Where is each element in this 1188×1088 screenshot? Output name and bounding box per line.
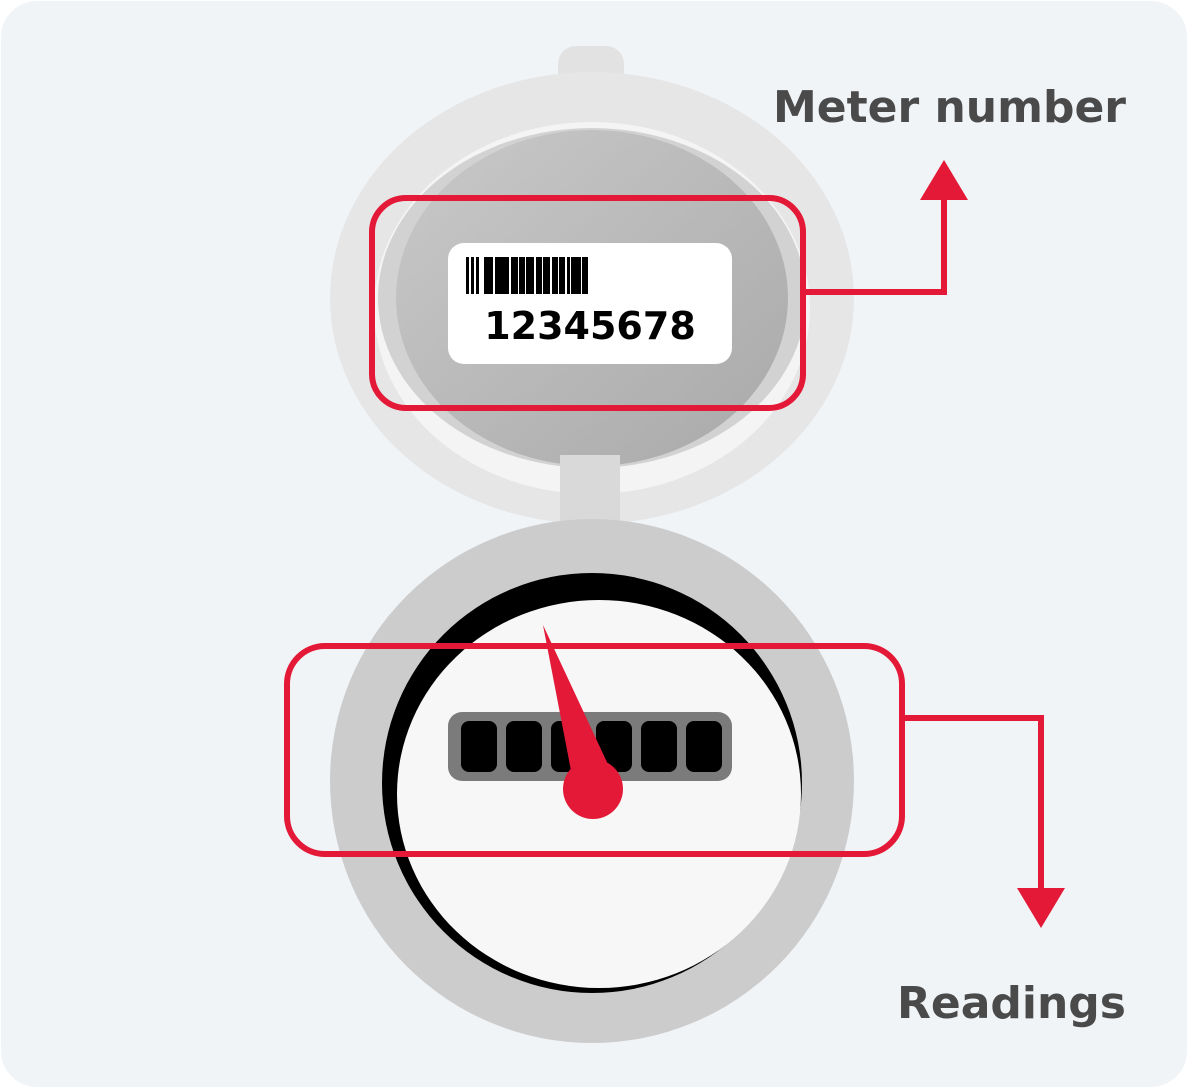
digit-window [641,721,677,772]
barcode-bar [484,257,493,294]
barcode-bar [582,257,588,294]
barcode-bar [571,257,581,294]
digit-window [506,721,542,772]
barcode-icon [466,257,588,294]
digit-window [461,721,497,772]
needle-icon [543,625,623,819]
barcode-bar [552,257,558,294]
readings-label: Readings [896,978,1126,1029]
readings-highlight [284,643,905,857]
arrow-up-icon [920,160,968,200]
barcode-bar [543,257,550,294]
arrow-down-icon [1017,888,1065,928]
meter-number-connector [803,160,968,295]
barcode-bar [471,257,474,294]
barcode-bar [536,257,542,294]
barcode-bar [526,257,534,294]
meter-number-highlight [369,195,806,411]
digit-window [686,721,722,772]
meter-serial-number: 12345678 [484,304,696,348]
barcode-bar [567,257,570,294]
barcode-label: 12345678 [448,243,732,364]
digit-counter [448,712,732,781]
barcode-bar [519,257,525,294]
readings-connector [902,715,1065,928]
meter-number-label: Meter number [772,82,1126,133]
barcode-bar [466,257,469,294]
barcode-bar [495,257,509,294]
barcode-bar [559,257,565,294]
barcode-bar [476,257,479,294]
barcode-bar [511,257,518,294]
